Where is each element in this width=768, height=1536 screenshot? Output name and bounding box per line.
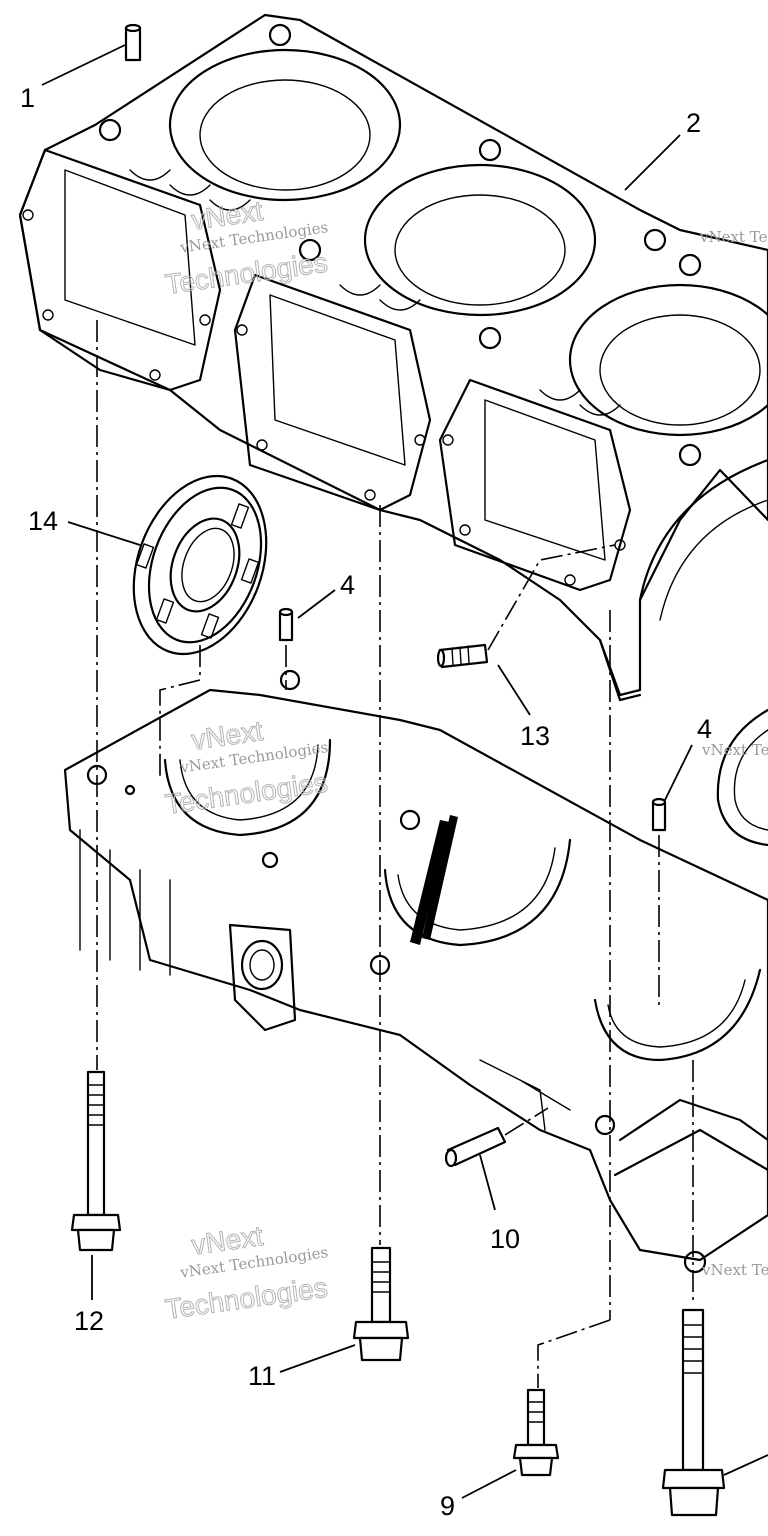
lower-crankcase[interactable] [63,669,768,1274]
stud-13[interactable] [436,643,489,669]
dowel-pin-4-upper[interactable] [278,607,294,642]
callout-12: 12 [74,1306,104,1336]
callout-13: 13 [520,721,550,751]
right-side-seal-partial [716,708,768,847]
dowel-pin-1[interactable] [124,23,142,62]
bolt-11[interactable] [352,1246,410,1362]
leader-lines [41,44,768,1499]
bolt-right-partial[interactable] [661,1308,726,1517]
callout-1: 1 [20,83,35,113]
callout-10: 10 [490,1224,520,1254]
bolt-12[interactable] [70,1070,122,1252]
callout-labels: 1 2 14 4 13 4 10 12 11 9 [20,83,712,1521]
watermark-bottom: vNext vNext Technologies Technologies [163,1220,330,1326]
callout-14: 14 [28,506,58,536]
callout-4-upper: 4 [340,570,355,600]
callout-11: 11 [248,1361,276,1391]
alignment-lines [96,320,694,1388]
bolt-9[interactable] [512,1388,560,1477]
upper-crankcase[interactable] [18,13,768,702]
watermark-edge-middle: vNext Te [701,741,768,759]
callout-2: 2 [686,108,701,138]
watermark-top: vNext vNext Technologies Technologies [163,195,330,301]
watermark-edge-top: vNext Te [699,228,768,246]
crankshaft-seal[interactable] [110,457,289,672]
dowel-pin-4-right[interactable] [651,797,667,832]
callout-4-right: 4 [697,714,712,744]
callout-9: 9 [440,1491,455,1521]
watermark-edge-bottom: vNext Te [701,1261,768,1279]
pin-10[interactable] [444,1126,507,1168]
watermark-middle: vNext vNext Technologies Technologies [163,715,330,821]
